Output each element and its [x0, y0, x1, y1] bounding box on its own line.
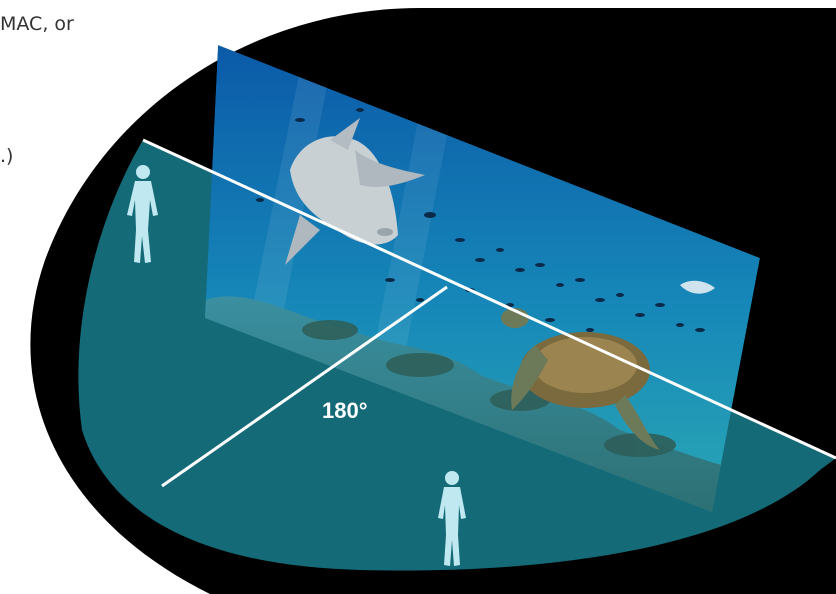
angle-label: 180° — [322, 398, 368, 423]
